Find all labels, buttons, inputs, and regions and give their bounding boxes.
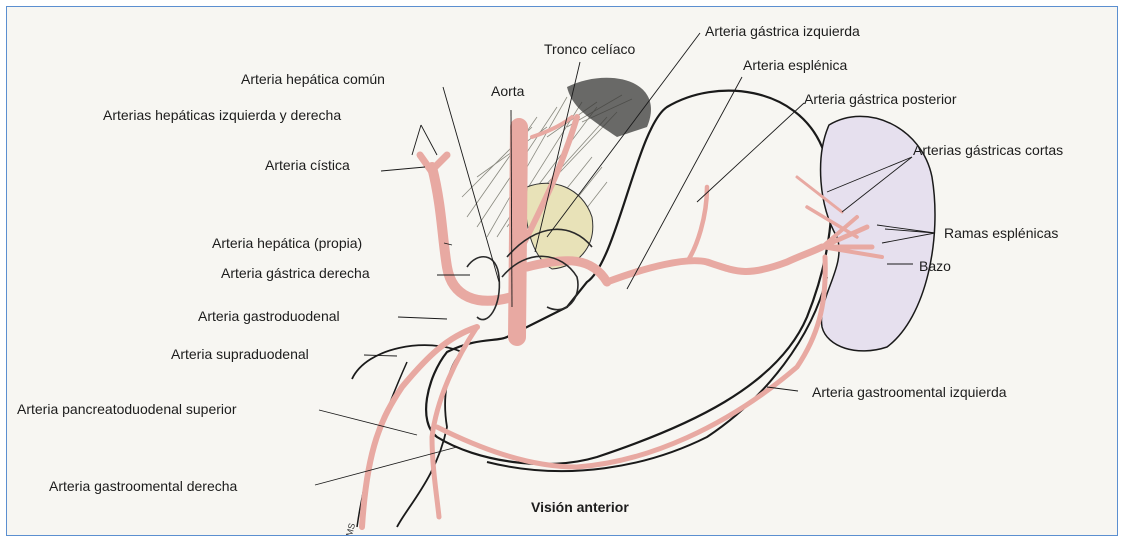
label-bazo: Bazo	[919, 258, 951, 274]
caption-vision-anterior: Visión anterior	[531, 499, 629, 515]
label-arterias-gastricas-cortas: Arterias gástricas cortas	[913, 142, 1063, 158]
label-arteria-hepatica-propia: Arteria hepática (propia)	[212, 235, 362, 251]
label-arterias-hepaticas: Arterias hepáticas izquierda y derecha	[103, 107, 341, 123]
label-arteria-gastroomental-derecha: Arteria gastroomental derecha	[49, 478, 237, 494]
label-arteria-gastrica-izquierda: Arteria gástrica izquierda	[705, 23, 860, 39]
label-arteria-supraduodenal: Arteria supraduodenal	[171, 346, 309, 362]
label-arteria-esplenica: Arteria esplénica	[743, 57, 847, 73]
figure-frame: Tronco celíaco Arteria gástrica izquierd…	[6, 6, 1118, 536]
label-arteria-gastroduodenal: Arteria gastroduodenal	[198, 308, 340, 324]
label-arteria-gastrica-posterior: Arteria gástrica posterior	[804, 91, 957, 107]
label-arteria-pancreatoduodenal: Arteria pancreatoduodenal superior	[17, 401, 236, 417]
label-aorta: Aorta	[491, 83, 524, 99]
label-tronco-celiaco: Tronco celíaco	[544, 41, 635, 57]
label-arteria-hepatica-comun: Arteria hepática común	[241, 71, 385, 87]
label-arteria-gastroomental-izquierda: Arteria gastroomental izquierda	[812, 384, 1007, 400]
leader-lines	[7, 7, 1118, 536]
label-ramas-esplenicas: Ramas esplénicas	[944, 225, 1058, 241]
label-arteria-gastrica-derecha: Arteria gástrica derecha	[221, 265, 370, 281]
label-arteria-cistica: Arteria cística	[265, 157, 350, 173]
